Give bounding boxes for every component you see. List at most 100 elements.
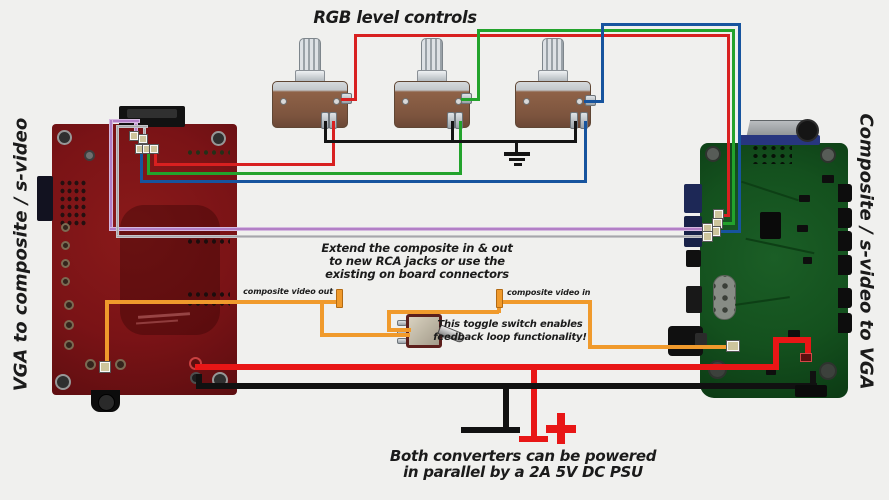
mounting-hole xyxy=(819,362,837,380)
green-wire-segment xyxy=(719,222,735,225)
ground-symbol xyxy=(504,152,530,156)
edge-connector-tab xyxy=(838,208,852,228)
rca-plug-stub-in xyxy=(496,289,503,308)
power-red-terminal xyxy=(519,436,548,442)
smd-pad xyxy=(799,195,810,202)
toggle-note-line: This toggle switch enables xyxy=(437,319,583,330)
vga-port-base xyxy=(738,135,820,145)
blue-wire-segment xyxy=(738,23,741,233)
ground-symbol xyxy=(509,158,525,161)
orange-wire-segment xyxy=(387,310,391,332)
orange-wire-segment xyxy=(387,310,499,314)
left-board-label: VGA to composite / s-video xyxy=(10,117,32,392)
rca-jack-top xyxy=(796,119,819,142)
extend-note: Extend the composite in & out to new RCA… xyxy=(292,242,542,281)
pot-rivet xyxy=(576,98,583,105)
green-wire-segment xyxy=(732,29,735,225)
ground-wire-segment xyxy=(324,140,577,143)
solder-pad xyxy=(64,320,74,330)
pot-shaft xyxy=(299,38,321,74)
connector-left xyxy=(686,286,702,313)
solder-pad xyxy=(64,340,74,350)
power-black-terminal xyxy=(491,427,520,433)
edge-connector-tab xyxy=(838,184,852,202)
solder-pad xyxy=(61,241,70,250)
red-wire-segment xyxy=(354,34,357,101)
red-wire-segment xyxy=(341,98,357,101)
red-wire-segment xyxy=(727,34,730,217)
extend-note-line: to new RCA jacks or use the xyxy=(329,254,505,268)
power-red-wire-segment xyxy=(531,364,537,439)
left-board-shade xyxy=(120,205,220,335)
pot-rivet xyxy=(333,98,340,105)
orange-wire-segment xyxy=(320,303,324,337)
rca-plug-stub-out xyxy=(336,289,343,308)
orange-wire-segment xyxy=(320,333,410,337)
green-wire-segment xyxy=(459,121,462,175)
mounting-hole xyxy=(57,130,72,145)
solder-pad-row xyxy=(186,148,230,158)
red-wire-segment xyxy=(719,214,730,217)
blue-wire-segment xyxy=(716,230,741,233)
edge-connector-tab xyxy=(838,231,852,251)
wire-pad xyxy=(139,135,147,143)
red-wire-segment xyxy=(156,163,335,166)
blue-wire-segment xyxy=(584,100,603,103)
green-wire-segment xyxy=(477,29,735,32)
vga-pin-grid xyxy=(751,144,792,164)
wire-pad xyxy=(150,145,158,153)
solder-pad xyxy=(64,300,74,310)
solder-pad xyxy=(115,359,126,370)
edge-connector-tab xyxy=(838,288,852,308)
gray-wire-segment xyxy=(116,125,119,238)
rca-jack-bottom-ring xyxy=(98,394,115,411)
gray-wire-segment xyxy=(143,128,146,137)
purple-wire-segment xyxy=(109,119,113,231)
power-red-wire-segment xyxy=(805,337,811,360)
green-wire-segment xyxy=(477,29,480,101)
pot-rivet xyxy=(402,98,409,105)
smd-pad xyxy=(797,225,808,232)
green-wire-segment xyxy=(147,152,150,175)
power-note: Both converters can be powered in parall… xyxy=(373,448,673,480)
blue-wire-segment xyxy=(140,152,143,183)
metal-shield xyxy=(713,275,736,320)
composite-out-label: composite video out xyxy=(243,287,333,296)
power-red-wire-segment xyxy=(195,364,779,370)
solder-pad xyxy=(61,259,70,268)
solder-pad xyxy=(61,223,70,232)
extend-note-line: existing on board connectors xyxy=(325,267,509,281)
red-wire-segment xyxy=(354,34,730,37)
ground-symbol xyxy=(514,163,522,166)
toggle-note-line: feedback loop functionality! xyxy=(433,331,587,343)
mounting-hole xyxy=(705,146,721,162)
orange-wire-segment xyxy=(105,300,109,368)
wire-pad xyxy=(100,362,110,372)
smd-pad xyxy=(788,330,800,338)
mounting-hole xyxy=(820,147,836,163)
power-note-line: in parallel by a 2A 5V DC PSU xyxy=(403,463,643,481)
minus-symbol xyxy=(461,427,491,433)
solder-pad xyxy=(61,277,70,286)
wire-pad xyxy=(727,341,739,351)
blue-wire-segment xyxy=(141,180,586,183)
svideo-connector-left xyxy=(686,250,701,267)
gray-wire-segment xyxy=(116,125,148,128)
page-title: RGB level controls xyxy=(313,8,477,27)
pot-rivet xyxy=(280,98,287,105)
solder-pad xyxy=(85,359,96,370)
purple-wire-segment xyxy=(109,227,709,231)
smd-pad xyxy=(766,368,776,375)
edge-connector-tab xyxy=(838,255,852,275)
ground-wire-segment xyxy=(515,140,518,153)
solder-pad-row xyxy=(186,290,230,308)
power-red-wire-segment xyxy=(773,337,811,343)
wire-pad xyxy=(130,132,138,140)
blue-wire-segment xyxy=(601,23,741,26)
ground-wire-segment xyxy=(324,121,327,143)
pot-shaft xyxy=(542,38,564,74)
pot-rivet xyxy=(523,98,530,105)
composite-in-label: composite video in xyxy=(507,288,591,297)
power-black-wire-segment xyxy=(810,371,816,385)
